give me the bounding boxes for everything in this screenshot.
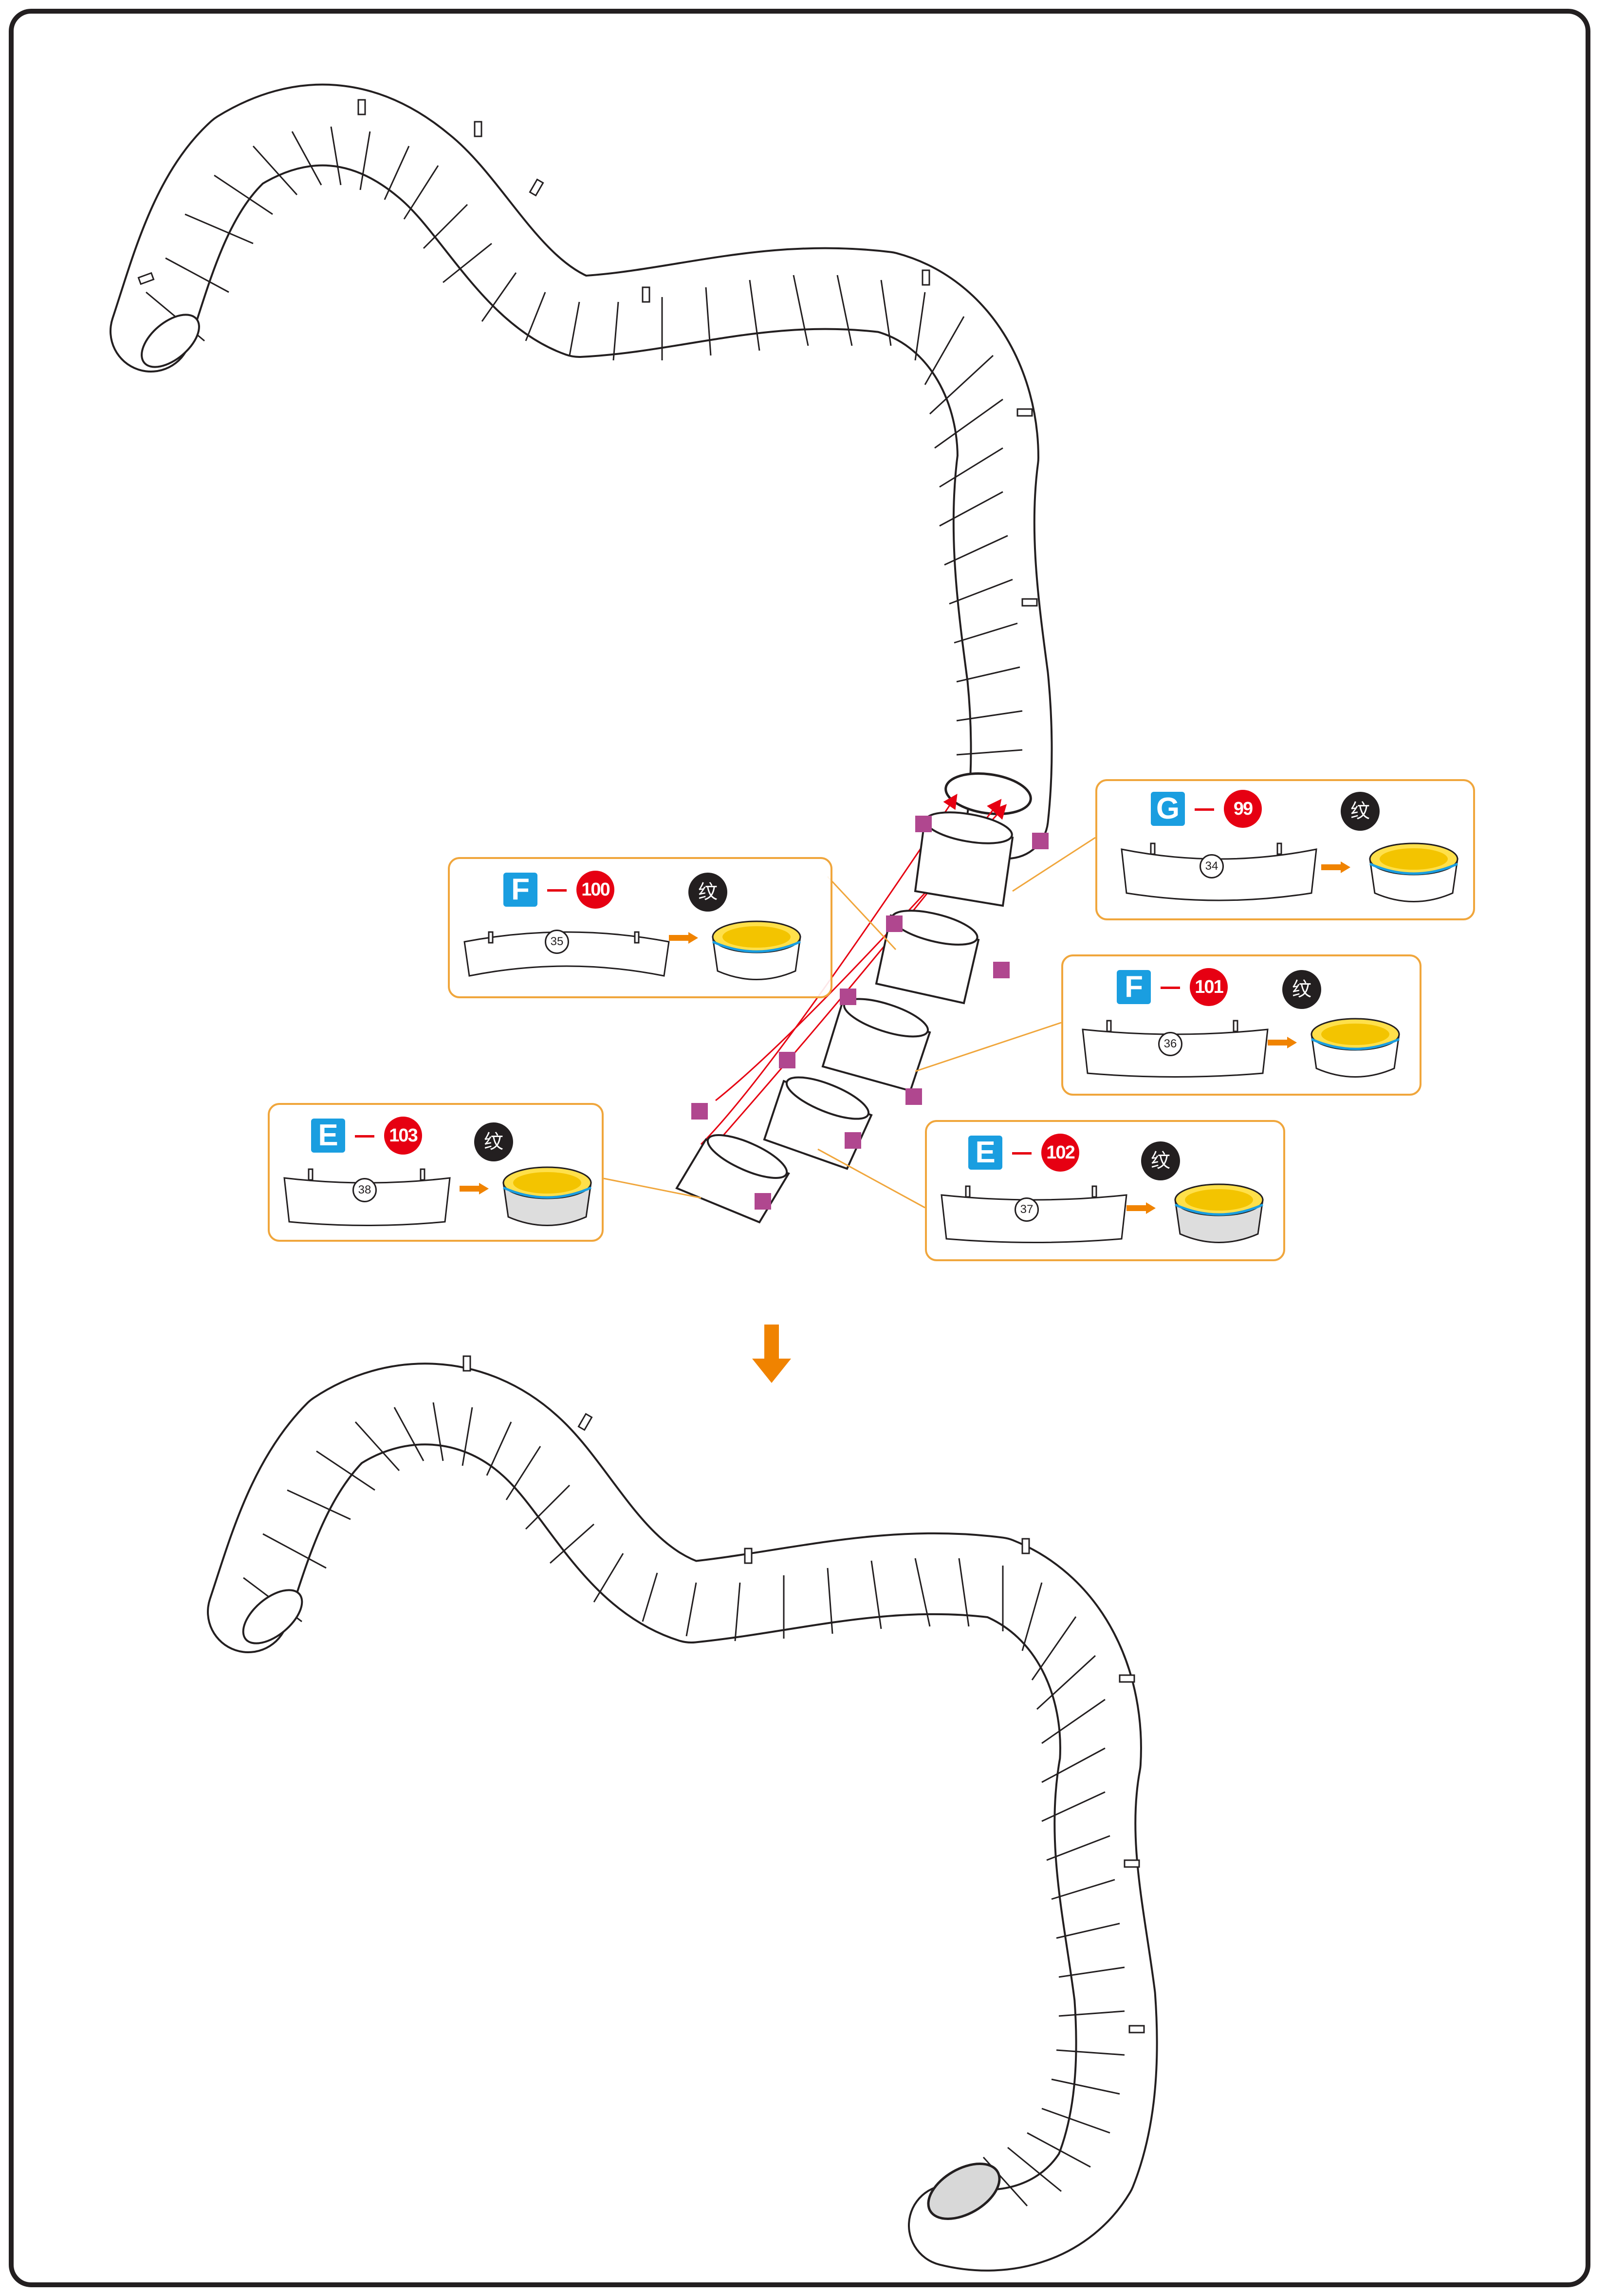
tail-assembly-top bbox=[110, 83, 1053, 859]
part-number-badge: 99 bbox=[1224, 790, 1262, 828]
right-arrow-icon bbox=[1321, 861, 1350, 873]
tag-dash bbox=[1012, 1152, 1032, 1155]
texture-badge: 纹 bbox=[474, 1122, 513, 1161]
tag-dash bbox=[547, 889, 567, 892]
texture-badge: 纹 bbox=[1282, 970, 1321, 1009]
rolled-ring-piece bbox=[1311, 1018, 1400, 1078]
rolled-ring-piece bbox=[502, 1166, 592, 1226]
down-arrow-icon bbox=[752, 1325, 791, 1394]
part-number-badge: 103 bbox=[384, 1117, 422, 1155]
exploded-segments bbox=[603, 794, 1096, 1224]
flat-piece bbox=[463, 931, 670, 977]
right-arrow-icon bbox=[1126, 1202, 1156, 1214]
texture-badge: 纹 bbox=[688, 873, 727, 912]
rolled-ring-piece bbox=[1369, 842, 1458, 902]
texture-badge: 纹 bbox=[1141, 1141, 1180, 1180]
part-number-badge: 102 bbox=[1041, 1134, 1079, 1172]
right-arrow-icon bbox=[1268, 1037, 1297, 1048]
piece-number: 34 bbox=[1200, 854, 1224, 878]
piece-number: 38 bbox=[352, 1178, 377, 1202]
part-number-badge: 101 bbox=[1190, 968, 1228, 1006]
tag-dash bbox=[355, 1135, 374, 1138]
callout-part-102: E 102 37 纹 bbox=[925, 1120, 1285, 1261]
segment-part-102 bbox=[763, 1076, 873, 1170]
piece-number: 35 bbox=[545, 930, 569, 954]
glue-square-icon bbox=[691, 816, 1049, 1210]
segment-part-101 bbox=[821, 998, 931, 1092]
sheet-tag: E bbox=[311, 1119, 345, 1153]
sheet-tag: F bbox=[1117, 970, 1151, 1004]
sheet-tag: F bbox=[503, 873, 537, 907]
rolled-ring-piece bbox=[712, 920, 801, 980]
segment-part-99 bbox=[914, 811, 1014, 907]
piece-number: 37 bbox=[1015, 1197, 1039, 1222]
sheet-tag: G bbox=[1151, 792, 1185, 826]
callout-part-99: G 99 34 纹 bbox=[1095, 779, 1475, 920]
right-arrow-icon bbox=[460, 1183, 489, 1195]
texture-badge: 纹 bbox=[1341, 792, 1380, 831]
sheet-tag: E bbox=[968, 1136, 1002, 1170]
callout-part-103: E 103 38 纹 bbox=[268, 1103, 604, 1242]
tag-dash bbox=[1161, 987, 1180, 989]
callout-part-100: F 100 35 纹 bbox=[448, 857, 832, 998]
tail-assembly-complete bbox=[207, 1355, 1158, 2272]
rolled-ring-piece bbox=[1174, 1183, 1264, 1243]
callout-part-101: F 101 36 纹 bbox=[1061, 954, 1421, 1096]
part-number-badge: 100 bbox=[576, 871, 614, 909]
tag-dash bbox=[1195, 808, 1214, 811]
piece-number: 36 bbox=[1158, 1032, 1182, 1056]
right-arrow-icon bbox=[669, 932, 698, 944]
